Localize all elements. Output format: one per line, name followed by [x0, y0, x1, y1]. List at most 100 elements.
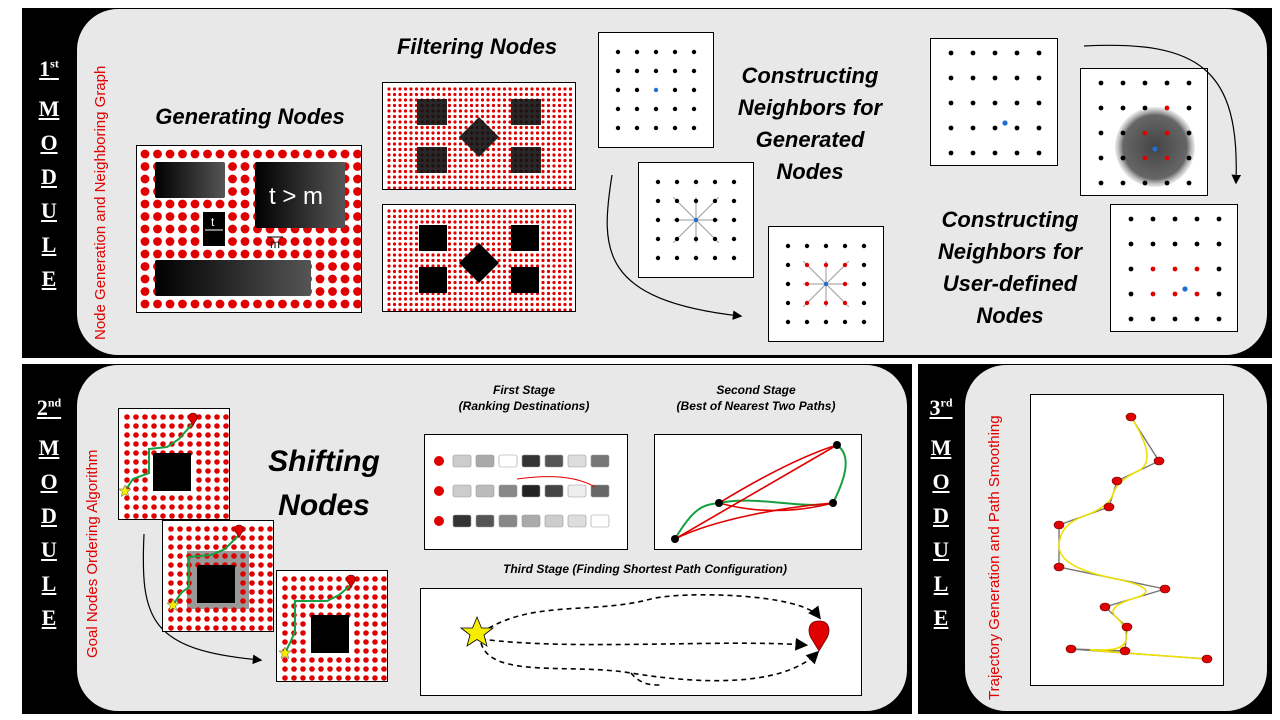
grid-node	[214, 459, 220, 465]
grid-node	[557, 142, 562, 146]
constructing-generated-title: Constructing Neighbors for Generated Nod…	[720, 60, 900, 188]
grid-node	[205, 513, 211, 519]
grid-node	[480, 114, 485, 119]
grid-node	[524, 92, 529, 97]
grid-node	[519, 131, 523, 135]
grid-node	[168, 589, 174, 595]
module-1-letter: L	[41, 232, 57, 257]
grid-node	[491, 98, 496, 102]
user-node	[1182, 286, 1188, 292]
grid-node	[469, 92, 474, 97]
grid-node	[409, 214, 413, 219]
grid-node	[508, 220, 512, 224]
grid-node	[140, 224, 150, 234]
grid-node	[196, 432, 202, 438]
grid-node	[190, 199, 200, 209]
grid-node	[240, 580, 246, 586]
grid-node	[442, 142, 446, 146]
grid-node	[458, 147, 463, 152]
grid-node	[168, 625, 174, 631]
grid-node	[458, 109, 463, 113]
grid-node	[502, 164, 507, 168]
rank-cell	[452, 484, 472, 498]
grid-node	[546, 120, 551, 124]
grid-node	[458, 142, 463, 146]
second-stage-line: Second Stage	[716, 383, 796, 397]
grid-node	[442, 186, 446, 189]
grid-node	[447, 209, 452, 213]
grid-node	[502, 125, 507, 130]
grid-node	[475, 231, 479, 235]
grid-node	[414, 291, 419, 296]
grid-node	[414, 175, 419, 179]
grid-node	[1150, 316, 1156, 322]
grid-node	[303, 249, 312, 259]
grid-node	[387, 169, 391, 174]
grid-node	[519, 92, 523, 97]
grid-node	[253, 299, 262, 309]
grid-node	[196, 441, 202, 447]
grid-node	[552, 114, 556, 119]
grid-node	[513, 125, 518, 130]
second-stage-title: Second Stage (Best of Nearest Two Paths)	[646, 382, 866, 414]
grid-node	[464, 175, 468, 179]
grid-node	[546, 258, 551, 263]
grid-node	[409, 136, 413, 141]
grid-node	[431, 175, 435, 179]
grid-node	[214, 495, 220, 501]
rank-cell	[544, 484, 564, 498]
grid-node	[340, 262, 350, 271]
grid-node	[124, 495, 130, 501]
grid-node	[1098, 130, 1104, 136]
grid-node	[387, 87, 391, 91]
grid-node	[318, 657, 324, 663]
grid-node	[464, 214, 468, 219]
grid-node	[124, 414, 130, 420]
module-2-label: 2nd M O D U L E	[22, 395, 76, 635]
grid-node	[142, 513, 148, 519]
grid-node	[458, 242, 463, 246]
grid-node	[203, 199, 212, 209]
grid-node	[502, 120, 507, 124]
grid-node	[177, 607, 183, 613]
grid-node	[387, 175, 391, 179]
grid-node	[196, 477, 202, 483]
grid-node	[552, 220, 556, 224]
grid-node	[563, 186, 567, 189]
grid-node	[458, 220, 463, 224]
grid-node	[387, 231, 391, 235]
grid-node	[431, 87, 435, 91]
grid-node	[447, 131, 452, 135]
grid-node	[363, 666, 369, 672]
grid-node	[398, 280, 402, 285]
grid-node	[557, 242, 562, 246]
grid-node	[486, 220, 490, 224]
grid-node	[541, 136, 545, 141]
grid-node	[420, 186, 424, 189]
grid-node	[541, 308, 545, 311]
grid-node	[204, 625, 210, 631]
grid-node	[568, 109, 573, 113]
grid-node	[524, 308, 529, 311]
module-2-letter: O	[40, 469, 58, 494]
grid-node	[1172, 316, 1178, 322]
grid-node	[392, 225, 397, 230]
grid-node	[436, 253, 441, 257]
grid-node	[282, 594, 288, 600]
grid-node	[458, 186, 463, 189]
grid-node	[336, 576, 342, 582]
grid-node	[1194, 241, 1200, 247]
grid-node	[409, 131, 413, 135]
grid-node	[447, 175, 452, 179]
grid-node	[546, 220, 551, 224]
grid-node	[309, 576, 315, 582]
grid-node	[354, 675, 360, 681]
grid-node	[948, 50, 954, 56]
grid-node	[546, 225, 551, 230]
grid-node	[530, 142, 534, 146]
grid-node	[258, 598, 264, 604]
grid-node	[557, 308, 562, 311]
grid-node	[552, 147, 556, 152]
grid-node	[655, 179, 661, 185]
grid-node	[557, 220, 562, 224]
